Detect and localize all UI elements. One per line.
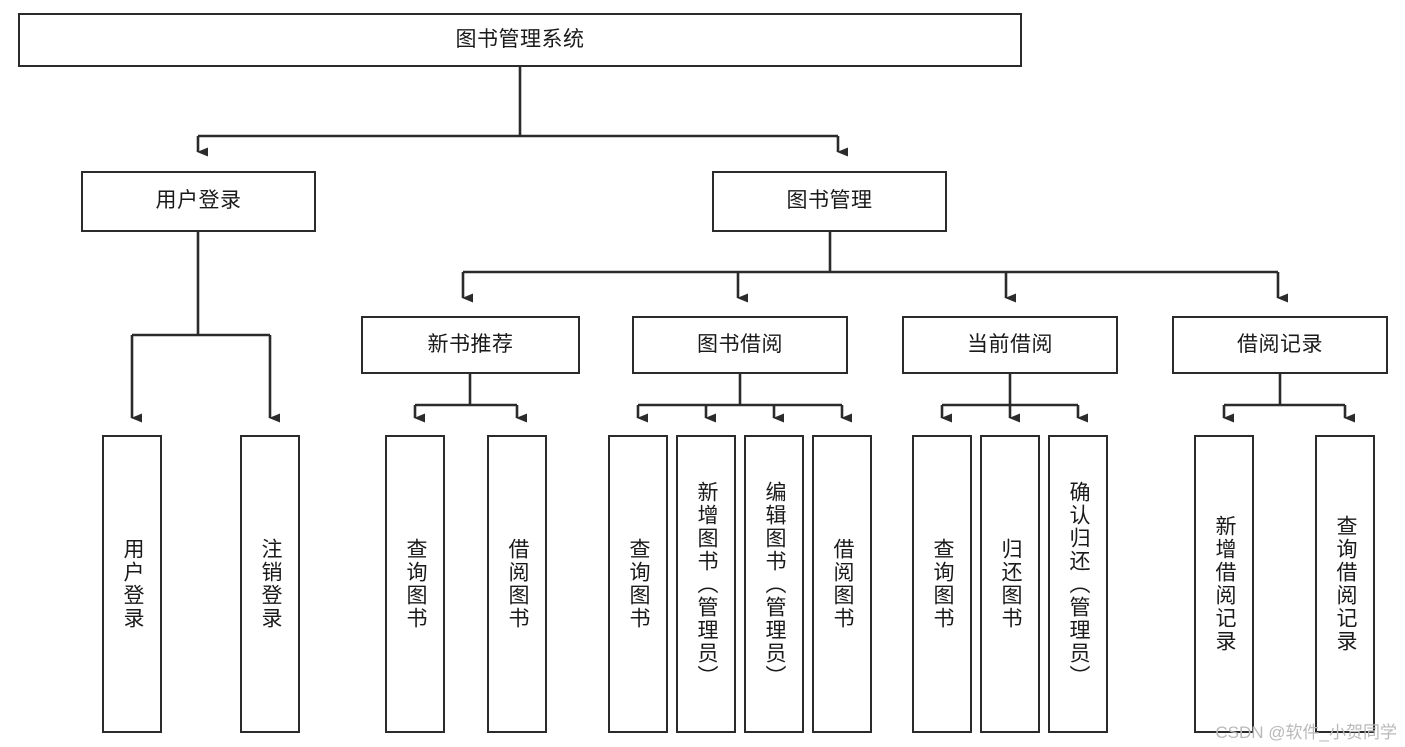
node-book-borrow-label: 图书借阅	[697, 332, 783, 356]
node-leaf-user-login-label: 用户登录	[121, 538, 145, 630]
node-leaf-query-book-2-label: 查询图书	[627, 538, 651, 630]
node-leaf-confirm-return[interactable]: 确认归还（管理员）	[1048, 435, 1108, 733]
node-leaf-add-book-label: 新增图书（管理员）	[695, 480, 719, 688]
node-leaf-query-record-label: 查询借阅记录	[1334, 515, 1358, 653]
node-leaf-query-book-3-label: 查询图书	[931, 538, 955, 630]
node-leaf-query-book-3[interactable]: 查询图书	[912, 435, 972, 733]
node-leaf-add-record[interactable]: 新增借阅记录	[1194, 435, 1254, 733]
node-user-login[interactable]: 用户登录	[81, 171, 316, 232]
node-borrow-record-label: 借阅记录	[1237, 332, 1323, 356]
node-leaf-return-book-label: 归还图书	[999, 538, 1023, 630]
node-leaf-edit-book-label: 编辑图书（管理员）	[763, 480, 787, 688]
node-leaf-borrow-book-1[interactable]: 借阅图书	[487, 435, 547, 733]
watermark-text: CSDN @软件_小贺同学	[1215, 723, 1397, 742]
node-leaf-return-book[interactable]: 归还图书	[980, 435, 1040, 733]
node-current-borrow[interactable]: 当前借阅	[902, 316, 1118, 374]
node-leaf-user-logout[interactable]: 注销登录	[240, 435, 300, 733]
node-new-book-rec[interactable]: 新书推荐	[361, 316, 580, 374]
node-leaf-borrow-book-1-label: 借阅图书	[506, 538, 530, 630]
node-leaf-query-record[interactable]: 查询借阅记录	[1315, 435, 1375, 733]
node-book-manage-label: 图书管理	[786, 189, 873, 213]
node-book-manage[interactable]: 图书管理	[712, 171, 947, 232]
node-leaf-confirm-return-label: 确认归还（管理员）	[1067, 480, 1091, 688]
node-leaf-user-logout-label: 注销登录	[259, 538, 283, 630]
node-leaf-query-book-1-label: 查询图书	[404, 538, 428, 630]
node-leaf-borrow-book-2[interactable]: 借阅图书	[812, 435, 872, 733]
node-leaf-edit-book[interactable]: 编辑图书（管理员）	[744, 435, 804, 733]
node-leaf-query-book-2[interactable]: 查询图书	[608, 435, 668, 733]
node-leaf-query-book-1[interactable]: 查询图书	[385, 435, 445, 733]
node-leaf-add-book[interactable]: 新增图书（管理员）	[676, 435, 736, 733]
node-new-book-rec-label: 新书推荐	[427, 332, 514, 356]
node-user-login-label: 用户登录	[155, 189, 242, 213]
node-current-borrow-label: 当前借阅	[967, 332, 1053, 356]
node-leaf-borrow-book-2-label: 借阅图书	[831, 538, 855, 630]
node-book-borrow[interactable]: 图书借阅	[632, 316, 848, 374]
node-borrow-record[interactable]: 借阅记录	[1172, 316, 1388, 374]
node-leaf-add-record-label: 新增借阅记录	[1213, 515, 1237, 653]
node-root-label: 图书管理系统	[455, 27, 585, 51]
node-root[interactable]: 图书管理系统	[18, 13, 1022, 67]
node-leaf-user-login[interactable]: 用户登录	[102, 435, 162, 733]
